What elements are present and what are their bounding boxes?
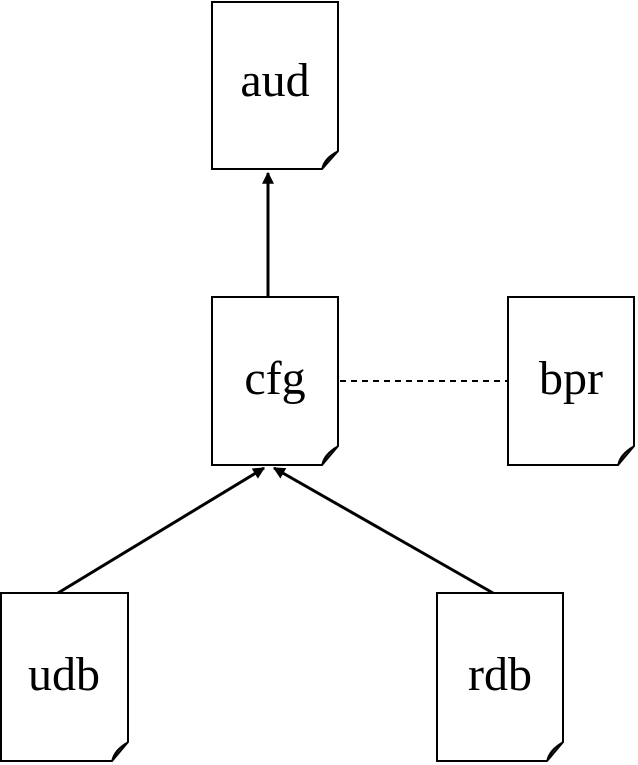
node-bpr: bpr xyxy=(507,296,635,466)
node-label-bpr: bpr xyxy=(539,352,603,405)
node-rdb: rdb xyxy=(436,592,564,762)
node-aud: aud xyxy=(211,1,339,170)
node-label-udb: udb xyxy=(28,648,100,701)
node-label-rdb: rdb xyxy=(468,648,532,701)
page-fold-icon xyxy=(617,445,635,466)
node-udb: udb xyxy=(0,592,129,762)
node-label-cfg: cfg xyxy=(244,352,305,405)
page-fold-icon xyxy=(546,741,564,762)
page-fold-icon xyxy=(111,741,129,762)
edge-rdb-to-cfg xyxy=(272,466,494,595)
node-label-aud: aud xyxy=(240,54,309,107)
page-fold-icon xyxy=(321,445,339,466)
page-fold-icon xyxy=(321,150,339,170)
node-cfg: cfg xyxy=(211,296,339,466)
edge-udb-to-cfg xyxy=(57,466,266,595)
